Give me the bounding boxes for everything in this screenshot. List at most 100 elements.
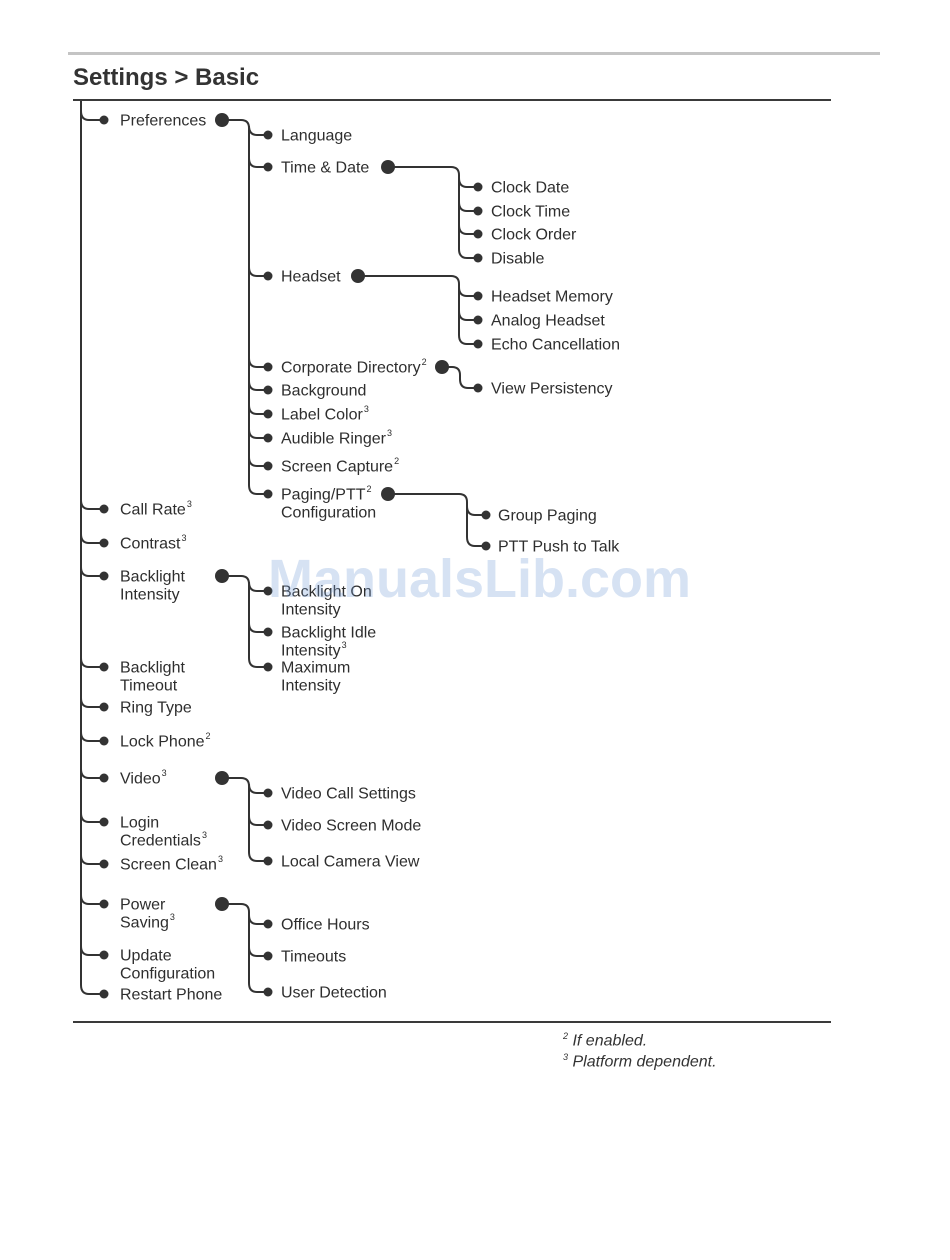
node-label-line2-update-configuration: Configuration [120,966,215,983]
node-label-language: Language [281,128,352,145]
bullet-backlight-timeout [99,662,109,672]
node-restart-phone: Restart Phone [120,987,222,1004]
node-label-timeouts: Timeouts [281,949,346,966]
bullet-label-color [263,409,273,419]
superscript-contrast: 3 [181,533,186,543]
node-disable: Disable [491,251,544,268]
node-label-line2-login-credentials: Credentials [120,833,201,850]
node-label-backlight-on-intensity: Backlight On [281,584,372,601]
bullet-power-saving [99,899,109,909]
node-label-headset: Headset [281,269,341,286]
bullet-video [99,773,109,783]
node-label-echo-cancellation: Echo Cancellation [491,337,620,354]
connector-echo-cancellation [458,334,478,345]
node-label-user-detection: User Detection [281,985,387,1002]
connector-disable [458,248,478,259]
node-headset: Headset [281,269,341,286]
bullet-login-credentials [99,817,109,827]
bullet-lock-phone [99,736,109,746]
bullet-screen-clean [99,859,109,869]
node-label-corporate-directory: Corporate Directory [281,360,421,377]
node-label-time-date: Time & Date [281,160,369,177]
node-clock-time: Clock Time [491,204,570,221]
branch-time-date [388,166,460,176]
bullet-backlight-on-intensity [263,586,273,596]
superscript-backlight-idle-intensity: 3 [342,640,347,650]
branch-paging-ptt [388,493,468,503]
node-label-maximum-intensity: Maximum [281,660,350,677]
connector-ptt-push-to-talk [466,536,486,547]
node-label-call-rate: Call Rate [120,502,186,519]
node-background: Background [281,383,366,400]
node-echo-cancellation: Echo Cancellation [491,337,620,354]
node-video-screen-mode: Video Screen Mode [281,818,421,835]
node-label-backlight-timeout: Backlight [120,660,185,677]
bullet-view-persistency [473,383,483,393]
bullet-clock-date [473,182,483,192]
superscript-corporate-directory: 2 [422,357,427,367]
bullet-screen-capture [263,461,273,471]
superscript-paging-ptt: 2 [366,484,371,494]
node-label-line2-paging-ptt: Configuration [281,505,376,522]
title-rule [73,99,831,101]
node-group-paging: Group Paging [498,508,597,525]
node-label-video-screen-mode: Video Screen Mode [281,818,421,835]
superscript-audible-ringer: 3 [387,428,392,438]
bullet-video-call-settings [263,788,273,798]
superscript-screen-capture: 2 [394,456,399,466]
node-label-clock-date: Clock Date [491,180,569,197]
bullet-time-date [263,162,273,172]
node-label-line2-backlight-timeout: Timeout [120,678,178,695]
node-label-office-hours: Office Hours [281,917,370,934]
node-headset-memory: Headset Memory [491,289,613,306]
bullet-background [263,385,273,395]
footnote-2: 2 If enabled. [563,1031,648,1050]
branch-dot-corporate-directory [435,360,449,374]
node-clock-order: Clock Order [491,227,577,244]
bullet-language [263,130,273,140]
footnotes: 2 If enabled. 3 Platform dependent. [563,1031,717,1074]
bullet-echo-cancellation [473,339,483,349]
bullet-preferences [99,115,109,125]
node-time-date: Time & Date [281,160,369,177]
connector-local-camera-view [248,851,268,862]
node-analog-headset: Analog Headset [491,313,605,330]
bullet-corporate-directory [263,362,273,372]
node-label-line2-power-saving: Saving [120,915,169,932]
bullet-audible-ringer [263,433,273,443]
bullet-clock-time [473,206,483,216]
footnote-3: 3 Platform dependent. [563,1052,717,1071]
node-label-view-persistency: View Persistency [491,381,613,398]
node-label-line2-maximum-intensity: Intensity [281,678,341,695]
branch-corporate-directory [442,366,461,376]
bullet-call-rate [99,504,109,514]
branch-dot-paging-ptt [381,487,395,501]
branch-dot-backlight-intensity [215,569,229,583]
bullet-paging-ptt [263,489,273,499]
connector-paging-ptt [248,484,268,495]
bullet-clock-order [473,229,483,239]
node-label-analog-headset: Analog Headset [491,313,605,330]
node-timeouts: Timeouts [281,949,346,966]
superscript-lock-phone: 2 [206,731,211,741]
bullet-backlight-idle-intensity [263,627,273,637]
node-user-detection: User Detection [281,985,387,1002]
node-label-screen-clean: Screen Clean [120,857,217,874]
bullet-restart-phone [99,989,109,999]
node-label-paging-ptt: Paging/PTT [281,487,366,504]
node-language: Language [281,128,352,145]
node-label-ptt-push-to-talk: PTT Push to Talk [498,539,620,556]
superscript-login-credentials: 3 [202,830,207,840]
connector-view-persistency [459,378,478,389]
